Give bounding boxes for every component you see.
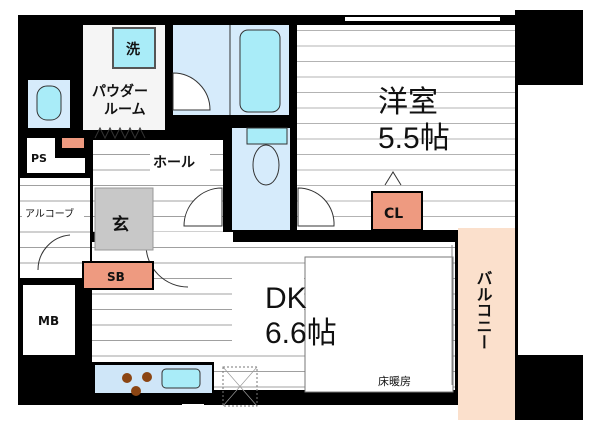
arrow-icon (384, 171, 402, 186)
kitchen-sink (161, 368, 201, 389)
door-bath (172, 72, 211, 111)
entrance (94, 187, 154, 251)
meter-box (23, 285, 75, 355)
sink-icon (36, 85, 62, 121)
western-room-size: 5.5帖 (378, 122, 450, 155)
alcove-floor (20, 178, 90, 278)
balcony (458, 228, 515, 420)
dk-label: DK (265, 282, 307, 315)
dk-opening (153, 232, 233, 244)
ps-space (27, 138, 55, 173)
ps-space-ext (55, 158, 85, 173)
washer-space (112, 27, 156, 69)
folding-door (94, 126, 146, 140)
floor-heating-label: 床暖房 (378, 374, 411, 388)
wall-block (18, 15, 83, 77)
pillar-bottom-right (515, 355, 583, 420)
door-western (297, 187, 335, 227)
door-hall (183, 187, 223, 227)
door-dk (145, 244, 189, 288)
hall-label: ホール (153, 155, 195, 171)
alcove-label: アルコーブ (25, 207, 74, 220)
floor-heating-area (304, 256, 454, 393)
ps-label: PS (31, 152, 47, 165)
wall-bottom (18, 390, 188, 405)
dk-size: 6.6帖 (265, 317, 337, 350)
pillar-top-right (515, 10, 583, 85)
entrance-label: 玄 (112, 214, 129, 235)
cross-line (222, 366, 258, 407)
balcony-label: バルコニー (474, 270, 493, 350)
washer-label: 洗 (126, 41, 140, 58)
closet-label: CL (384, 206, 403, 222)
toilet-tank (246, 127, 288, 145)
powder-room-label-1: パウダー (92, 83, 148, 100)
window-bottom (182, 404, 204, 407)
meter-box-label: MB (38, 314, 59, 328)
refrigerator-space (222, 366, 258, 407)
dk-label-bg (232, 275, 304, 345)
toilet-icon (252, 144, 280, 186)
shoe-box (82, 261, 154, 290)
front-door (37, 234, 71, 271)
burner-icon (131, 386, 141, 396)
powder-room-label-2: ルーム (104, 102, 146, 118)
hall-label-bg (150, 150, 210, 172)
western-room-label: 洋室 (378, 86, 438, 119)
burner-icon (122, 373, 132, 383)
shoe-box-label: SB (107, 270, 125, 284)
closet (371, 191, 423, 231)
burner-icon (142, 372, 152, 382)
bathtub (239, 29, 281, 113)
small-storage (62, 138, 84, 148)
alcove-label-bg (22, 205, 84, 221)
